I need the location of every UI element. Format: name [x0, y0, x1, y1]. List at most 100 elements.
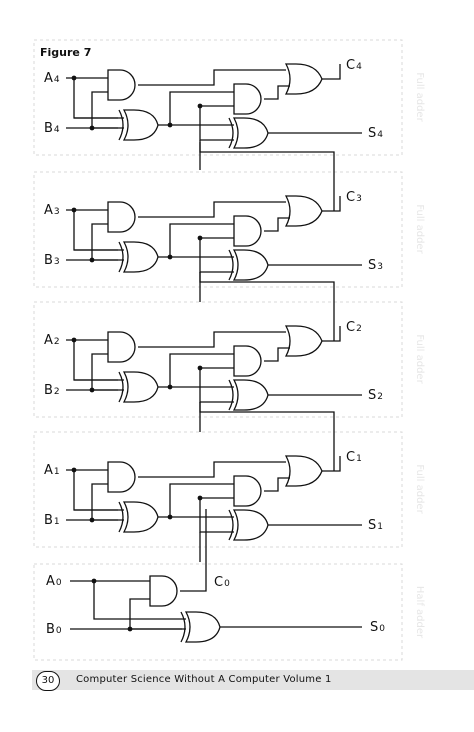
xor-gate — [118, 241, 159, 273]
xor-input-curve — [118, 501, 124, 533]
carry-output-label-index: 3 — [356, 194, 362, 204]
sum-output-label: S1 — [368, 518, 383, 533]
wire — [138, 331, 286, 348]
xor-body — [122, 371, 159, 403]
carry-output-label: C3 — [346, 190, 362, 205]
wire — [199, 402, 335, 471]
input-b-label-index: 0 — [56, 626, 62, 636]
block-outline — [33, 431, 403, 548]
xor-gate — [180, 611, 221, 643]
input-a-label-index: 0 — [56, 578, 62, 588]
input-b-label: B3 — [44, 253, 60, 268]
xor-body — [184, 611, 221, 643]
or-gate — [284, 455, 323, 487]
wire — [322, 326, 341, 342]
sum-output-label-letter: S — [370, 620, 378, 635]
input-b-label: B0 — [46, 622, 62, 637]
xor-body — [122, 109, 159, 141]
input-b-label-letter: B — [46, 622, 55, 637]
block-label: Full adder — [414, 464, 425, 514]
wire — [199, 368, 234, 403]
input-a-label-letter: A — [44, 203, 53, 218]
and-gate — [107, 461, 136, 493]
carry-output-label: C2 — [346, 320, 362, 335]
wire — [129, 598, 150, 629]
block-label: Full adder — [414, 334, 425, 384]
carry-output-label-index: 1 — [356, 454, 362, 464]
wire — [93, 581, 186, 620]
xor-gate — [118, 109, 159, 141]
wire — [199, 272, 335, 341]
page-number: 30 — [36, 671, 60, 691]
input-a-label-letter: A — [44, 71, 53, 86]
and-gate — [233, 475, 262, 507]
xor-gate — [118, 501, 159, 533]
xor-gate — [228, 509, 269, 541]
wire — [264, 217, 290, 232]
input-b-label-index: 1 — [54, 517, 60, 527]
carry-output-label: C4 — [346, 58, 362, 73]
wire — [138, 69, 286, 86]
input-a-label: A1 — [44, 463, 60, 478]
block-label: Half adder — [414, 586, 425, 639]
block-outline — [33, 301, 403, 418]
and-gate — [107, 331, 136, 363]
or-gate — [284, 325, 323, 357]
input-a-label: A4 — [44, 71, 60, 86]
wire — [322, 196, 341, 212]
and-gate — [149, 575, 178, 607]
wire — [264, 85, 290, 100]
and-gate — [107, 201, 136, 233]
carry-output-label-index: 4 — [356, 62, 362, 72]
input-a-label-letter: A — [46, 574, 55, 589]
input-b-label-letter: B — [44, 513, 53, 528]
wire — [180, 564, 207, 592]
xor-body — [232, 379, 269, 411]
sum-output-label-letter: S — [368, 518, 376, 533]
xor-input-curve — [118, 371, 124, 403]
carry-output-label-index: 0 — [224, 579, 230, 589]
carry-output-label: C0 — [214, 575, 230, 590]
input-b-label-index: 3 — [54, 257, 60, 267]
wire — [91, 353, 108, 390]
input-b-label: B1 — [44, 513, 60, 528]
wire — [199, 106, 234, 141]
sum-output-label-letter: S — [368, 388, 376, 403]
carry-output-label-letter: C — [346, 190, 355, 205]
sum-output-label: S3 — [368, 258, 383, 273]
sum-output-label: S4 — [368, 126, 383, 141]
xor-input-curve — [118, 241, 124, 273]
figure-title: Figure 7 — [40, 46, 91, 59]
xor-body — [122, 241, 159, 273]
xor-body — [232, 509, 269, 541]
xor-input-curve — [118, 109, 124, 141]
wire — [138, 201, 286, 218]
and-gate — [233, 215, 262, 247]
wire — [169, 223, 234, 257]
or-gate — [284, 195, 323, 227]
wire — [169, 353, 234, 387]
input-a-label-letter: A — [44, 333, 53, 348]
xor-input-curve — [228, 379, 234, 411]
xor-gate — [228, 117, 269, 149]
and-gate — [233, 345, 262, 377]
wire — [322, 64, 341, 80]
input-a-label-index: 2 — [54, 337, 60, 347]
sum-output-label-index: 2 — [377, 392, 383, 402]
and-gate — [107, 69, 136, 101]
xor-input-curve — [228, 249, 234, 281]
input-b-label-letter: B — [44, 383, 53, 398]
wire — [138, 461, 286, 478]
input-a-label: A0 — [46, 574, 62, 589]
xor-body — [122, 501, 159, 533]
input-a-label-index: 1 — [54, 467, 60, 477]
wire — [91, 483, 108, 520]
sum-output-label-index: 0 — [379, 624, 385, 634]
input-a-label: A2 — [44, 333, 60, 348]
sum-output-label-letter: S — [368, 126, 376, 141]
input-b-label-letter: B — [44, 253, 53, 268]
